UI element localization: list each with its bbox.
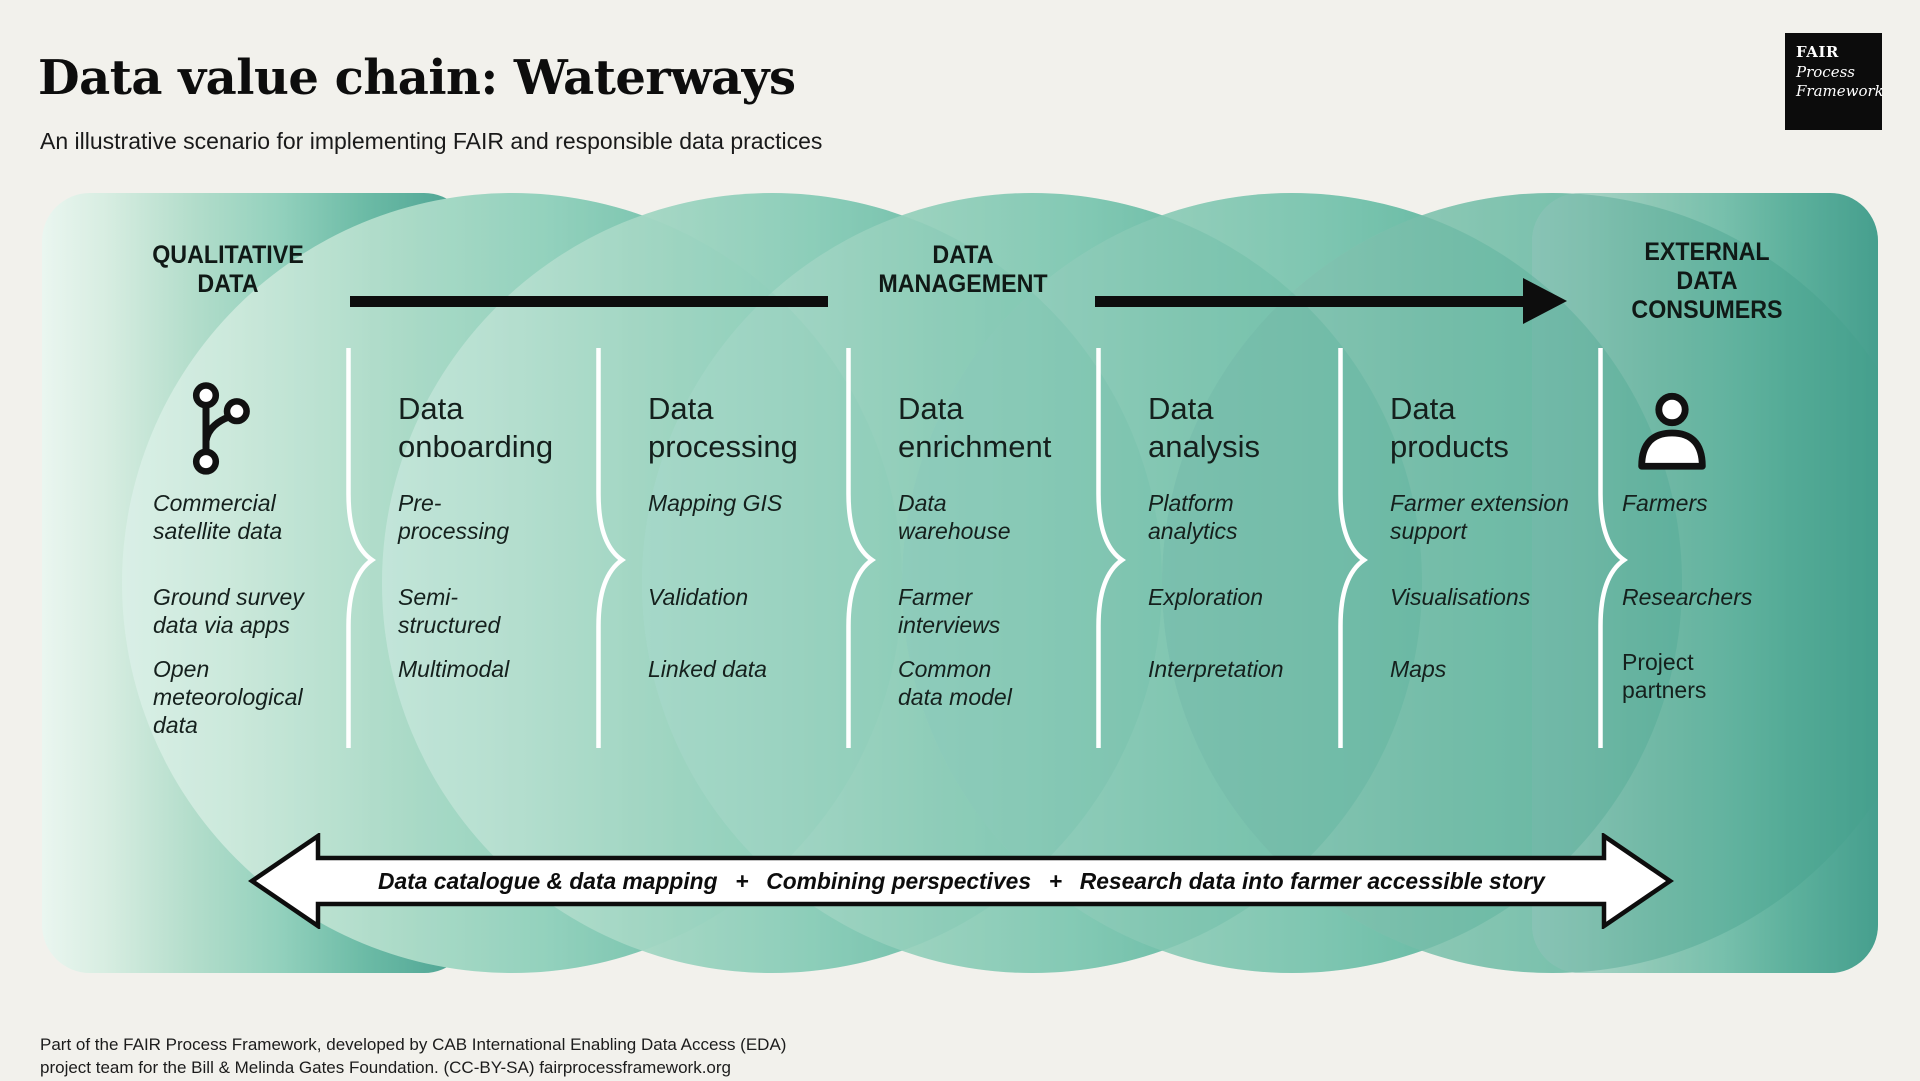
column-item: Semi- structured <box>398 584 501 638</box>
page-title: Data value chain: Waterways <box>38 50 796 107</box>
qualitative-item: Ground survey data via apps <box>153 584 304 638</box>
column-divider-brace <box>596 348 626 748</box>
column-item: Pre- processing <box>398 490 510 544</box>
column-item: Maps <box>1390 656 1447 682</box>
arrow-caption-text: Data catalogue & data mapping + Combinin… <box>377 867 1545 894</box>
page-subtitle: An illustrative scenario for implementin… <box>40 128 823 154</box>
column-divider-brace <box>1096 348 1126 748</box>
fair-process-framework-logo: FAIR Process Framework <box>1785 33 1884 130</box>
column-title-data-onboarding: Data onboarding <box>398 391 554 464</box>
column-item: Common data model <box>898 656 1012 710</box>
column-item: Visualisations <box>1390 584 1531 610</box>
attribution-text: Part of the FAIR Process Framework, deve… <box>40 1035 787 1077</box>
column-item: Interpretation <box>1148 656 1284 682</box>
band-background-circles <box>42 193 1878 973</box>
consumer-item: Farmers <box>1622 490 1708 516</box>
column-divider-brace <box>846 348 876 748</box>
column-title-data-enrichment: Data enrichment <box>898 391 1052 464</box>
flow-line-right <box>1095 296 1525 307</box>
column-title-data-products: Data products <box>1390 391 1509 464</box>
column-item: Data warehouse <box>898 490 1011 544</box>
column-item: Platform analytics <box>1148 490 1238 544</box>
column-item: Mapping GIS <box>648 490 783 516</box>
logo-text-fair: FAIR <box>1796 43 1839 61</box>
double-headed-arrow-caption: Data catalogue & data mapping + Combinin… <box>247 833 1675 929</box>
data-management-heading: DATA MANAGEMENT <box>878 241 1048 298</box>
column-divider-brace <box>346 348 376 748</box>
branch-network-icon <box>192 382 250 475</box>
qualitative-data-heading: QUALITATIVE DATA <box>152 241 304 298</box>
qualitative-item: Commercial satellite data <box>153 490 283 544</box>
flow-arrowhead-icon <box>1523 278 1567 324</box>
consumer-item: Researchers <box>1622 584 1753 610</box>
double-headed-arrow <box>248 833 1674 929</box>
consumer-item: Project partners <box>1622 649 1707 703</box>
column-item: Validation <box>648 584 749 610</box>
qualitative-item: Open meteorological data <box>153 656 303 738</box>
column-divider-brace <box>1598 348 1628 748</box>
logo-text-process: Process <box>1796 62 1855 81</box>
column-item: Multimodal <box>398 656 510 682</box>
column-divider-brace <box>1338 348 1368 748</box>
external-consumers-heading: EXTERNAL DATA CONSUMERS <box>1631 238 1783 324</box>
logo-text-framework: Framework <box>1796 82 1884 100</box>
column-item: Farmer extension support <box>1390 490 1569 544</box>
person-icon <box>1638 392 1706 470</box>
column-item: Farmer interviews <box>898 584 1001 638</box>
flow-line-left <box>350 296 828 307</box>
column-item: Linked data <box>648 656 767 682</box>
column-title-data-processing: Data processing <box>648 391 798 464</box>
column-title-data-analysis: Data analysis <box>1148 391 1260 464</box>
column-item: Exploration <box>1148 584 1264 610</box>
value-chain-band: QUALITATIVE DATA DATA MANAGEMENT EXTERNA… <box>42 193 1878 973</box>
